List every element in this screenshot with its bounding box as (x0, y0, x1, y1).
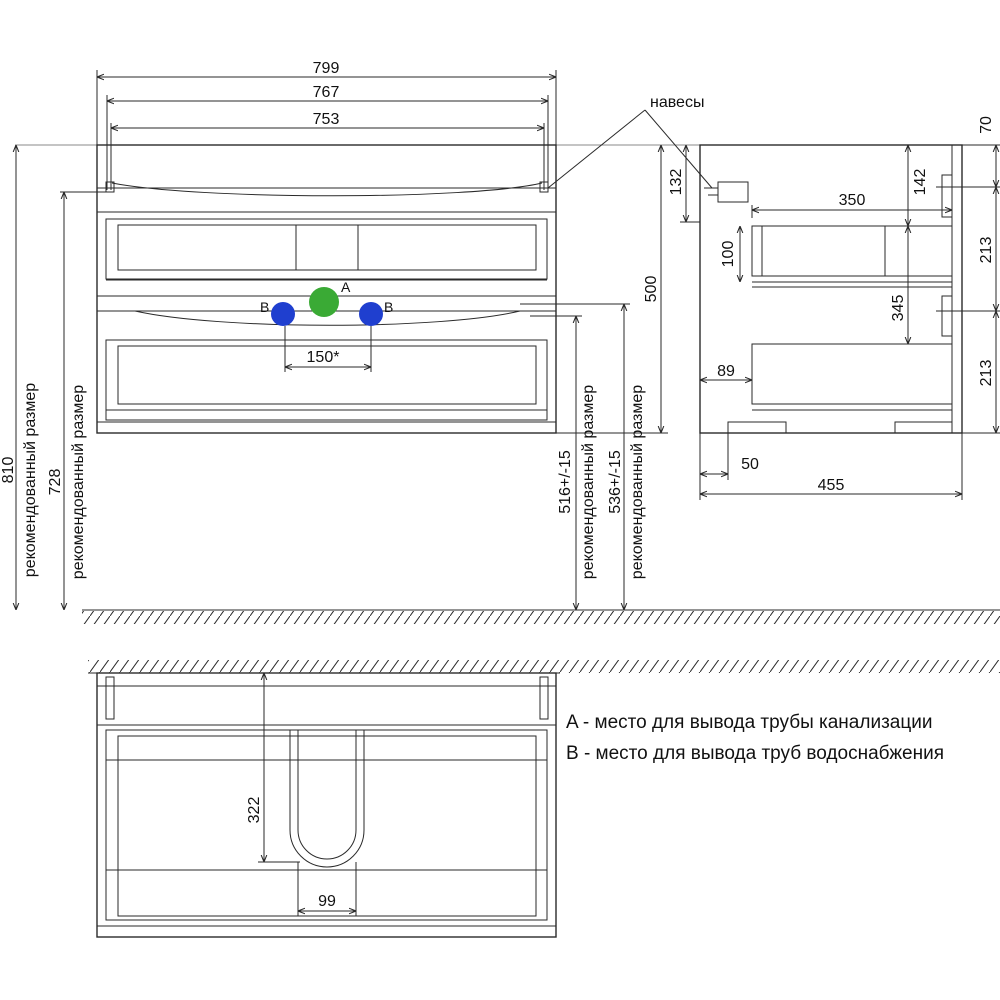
dim-70: 70 (978, 116, 995, 134)
dim-213-top: 213 (978, 237, 995, 264)
dim-350: 350 (839, 192, 866, 209)
dim-213-bottom: 213 (978, 360, 995, 387)
dim-455: 455 (818, 477, 845, 494)
dim-799: 799 (313, 60, 340, 77)
recommended-728: рекомендованный размер (70, 385, 87, 579)
dim-150: 150* (307, 349, 340, 366)
side-view (680, 144, 1000, 500)
dim-810: 810 (0, 457, 17, 484)
legend-b: B - место для вывода труб водоснабжения (566, 743, 944, 764)
dim-142: 142 (912, 169, 929, 196)
hinges-label: навесы (650, 94, 704, 111)
label-b-left: B (260, 299, 269, 315)
legend-a: A - место для вывода трубы канализации (566, 712, 932, 733)
dim-132: 132 (668, 169, 685, 196)
recommended-516: рекомендованный размер (580, 385, 597, 579)
dim-345: 345 (890, 295, 907, 322)
dim-500: 500 (643, 276, 660, 303)
dim-753: 753 (313, 111, 340, 128)
drain-point-a (309, 287, 339, 317)
dim-516: 516+/-15 (557, 450, 574, 514)
dim-728: 728 (47, 469, 64, 496)
dim-767: 767 (313, 84, 340, 101)
water-point-b-left (271, 302, 295, 326)
dim-100: 100 (720, 241, 737, 268)
dim-322: 322 (246, 797, 263, 824)
label-a: A (341, 279, 351, 295)
dim-89: 89 (717, 363, 735, 380)
water-point-b-right (359, 302, 383, 326)
recommended-536: рекомендованный размер (629, 385, 646, 579)
front-view (15, 70, 1000, 624)
recommended-810: рекомендованный размер (22, 383, 39, 577)
dim-99: 99 (318, 893, 336, 910)
dim-50: 50 (741, 456, 759, 473)
label-b-right: B (384, 299, 393, 315)
dim-536: 536+/-15 (607, 450, 624, 514)
bottom-view (88, 660, 1000, 938)
